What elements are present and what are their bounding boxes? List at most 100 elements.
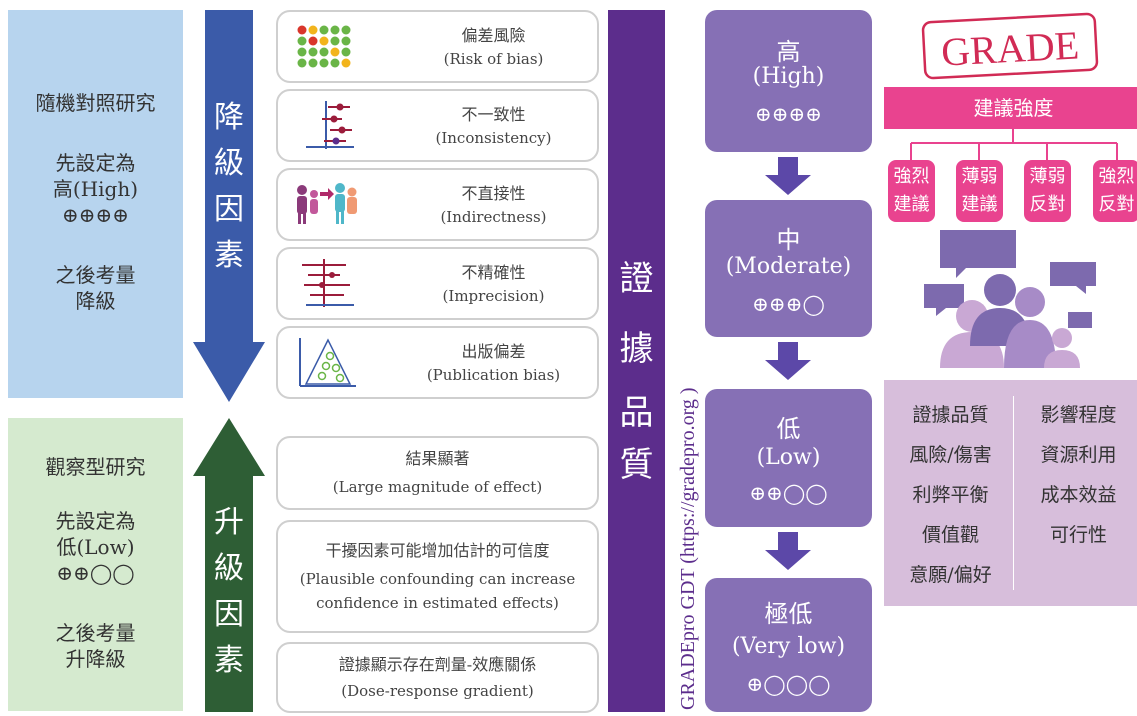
rct-set-line2: 高(High): [52, 177, 139, 201]
level-zh: 低: [776, 415, 801, 443]
rct-symbols: ⊕⊕⊕⊕: [61, 203, 130, 227]
level-symbols: ⊕⊕⊕⊕: [754, 102, 823, 126]
observational-panel: 觀察型研究 先設定為 低(Low) ⊕⊕◯◯ 之後考量 升降級: [8, 418, 183, 711]
down-char-2: 級: [214, 146, 244, 181]
factor-zh: 干擾因素可能增加估計的可信度: [325, 541, 550, 560]
grade-logo: GRADE: [920, 12, 1100, 80]
rec-line1: 薄弱: [1029, 166, 1066, 187]
rec-line2: 建議: [961, 194, 998, 215]
quality-char-3: 品: [619, 393, 654, 433]
rct-title: 隨機對照研究: [35, 91, 156, 115]
factor-en: (Risk of bias): [443, 50, 544, 68]
downgrade-arrow: [193, 10, 265, 402]
level-symbols: ⊕⊕◯◯: [749, 481, 828, 505]
level-very-low: 極低 (Very low) ⊕◯◯◯: [705, 578, 872, 712]
downgrade-label: 降 級 因 素: [209, 95, 249, 279]
factor-zh: 偏差風險: [461, 26, 526, 45]
rec-line1: 強烈: [893, 166, 930, 187]
level-symbols: ⊕⊕⊕◯: [752, 292, 825, 316]
down-char-4: 素: [214, 238, 244, 273]
factor-en-line2: confidence in estimated effects): [316, 594, 559, 612]
factor-right-1: 影響程度: [1040, 404, 1117, 426]
factors-divider: [1013, 396, 1014, 590]
down-arrow-3: [765, 532, 811, 570]
factor-right-4: 可行性: [1049, 524, 1107, 546]
recommendation-factors-panel: 證據品質 風險/傷害 利弊平衡 價值觀 意願/偏好 影響程度 資源利用 成本效益…: [884, 380, 1137, 606]
rct-set-line1: 先設定為: [55, 151, 136, 175]
people-icon: [297, 183, 357, 224]
rec-line2: 建議: [893, 194, 930, 215]
factor-zh: 證據顯示存在劑量-效應關係: [338, 655, 537, 674]
level-moderate: 中 (Moderate) ⊕⊕⊕◯: [705, 200, 872, 337]
down-arrow-2: [765, 342, 811, 380]
obs-set-line1: 先設定為: [55, 509, 136, 533]
factor-en: (Indirectness): [440, 208, 547, 226]
factor-left-4: 價值觀: [921, 524, 979, 546]
obs-then-line2: 升降級: [65, 647, 126, 671]
upgrade-arrow: [193, 418, 265, 712]
factor-en: (Imprecision): [442, 287, 545, 305]
obs-symbols: ⊕⊕◯◯: [56, 561, 135, 585]
factor-en: (Inconsistency): [435, 129, 552, 147]
quality-char-4: 質: [619, 445, 654, 485]
error-bar-icon: [302, 259, 354, 307]
level-en: (Moderate): [725, 254, 852, 279]
rec-strong-for: 強烈 建議: [888, 160, 935, 222]
rct-panel: 隨機對照研究 先設定為 高(High) ⊕⊕⊕⊕ 之後考量 降級: [8, 10, 183, 398]
rec-weak-against: 薄弱 反對: [1024, 160, 1071, 222]
upgrade-label: 升 級 因 素: [209, 500, 249, 684]
factor-left-5: 意願/偏好: [909, 564, 992, 586]
up-char-4: 素: [214, 643, 244, 678]
obs-set-line2: 低(Low): [56, 535, 135, 559]
rec-line2: 反對: [1029, 194, 1066, 215]
rec-weak-for: 薄弱 建議: [956, 160, 1003, 222]
level-en: (Low): [756, 445, 821, 470]
level-low: 低 (Low) ⊕⊕◯◯: [705, 389, 872, 527]
factor-en: (Publication bias): [426, 366, 561, 384]
up-char-2: 級: [214, 551, 244, 586]
factor-inconsistency: 不一致性 (Inconsistency): [276, 89, 599, 162]
factor-left-2: 風險/傷害: [909, 444, 992, 466]
level-zh: 極低: [764, 600, 813, 628]
factor-imprecision: 不精確性 (Imprecision): [276, 247, 599, 320]
factor-risk-of-bias: 偏差風險 (Risk of bias): [276, 10, 599, 83]
funnel-plot-icon: [299, 338, 356, 387]
recommendation-connector: [910, 129, 1118, 160]
level-zh: 中: [776, 226, 801, 254]
factor-dose-response: 證據顯示存在劑量-效應關係 (Dose-response gradient): [276, 642, 599, 713]
factor-left-1: 證據品質: [912, 404, 989, 426]
rct-then-line2: 降級: [75, 289, 116, 313]
level-high: 高 (High) ⊕⊕⊕⊕: [705, 10, 872, 152]
level-symbols: ⊕◯◯◯: [746, 672, 831, 696]
factor-right-2: 資源利用: [1040, 444, 1117, 466]
risk-of-bias-icon: [297, 25, 351, 68]
obs-title: 觀察型研究: [45, 455, 146, 479]
factor-left-3: 利弊平衡: [912, 484, 989, 506]
rec-strong-against: 強烈 反對: [1093, 160, 1137, 222]
quality-char-1: 證: [619, 259, 654, 299]
gradepro-gdt-label: GRADEpro GDT (https://gradepro.org ): [666, 10, 706, 712]
quality-char-2: 據: [619, 329, 654, 369]
factor-en-line1: (Plausible confounding can increase: [299, 570, 576, 588]
rec-line2: 反對: [1098, 194, 1135, 215]
factor-zh: 出版偏差: [461, 342, 526, 361]
factor-indirectness: 不直接性 (Indirectness): [276, 168, 599, 241]
down-arrow-1: [765, 157, 811, 195]
factor-zh: 不一致性: [461, 105, 526, 124]
level-zh: 高: [776, 38, 801, 66]
evidence-quality-bar: 證 據 品 質: [608, 10, 665, 712]
factor-zh: 不直接性: [461, 184, 526, 203]
factor-plausible-confounding: 干擾因素可能增加估計的可信度 (Plausible confounding ca…: [276, 520, 599, 633]
up-char-3: 因: [214, 597, 244, 632]
factor-en: (Dose-response gradient): [341, 682, 534, 700]
factor-en: (Large magnitude of effect): [332, 478, 543, 496]
rec-line1: 薄弱: [961, 166, 998, 187]
gdt-text: GRADEpro GDT (https://gradepro.org ): [677, 387, 699, 710]
grade-logo-text: GRADE: [940, 22, 1080, 74]
factor-large-effect: 結果顯著 (Large magnitude of effect): [276, 436, 599, 510]
factor-zh: 結果顯著: [405, 449, 470, 468]
discussion-people-icon: [924, 230, 1096, 368]
level-en: (Very low): [731, 634, 846, 659]
up-char-1: 升: [214, 505, 244, 540]
factor-right-3: 成本效益: [1040, 484, 1117, 506]
